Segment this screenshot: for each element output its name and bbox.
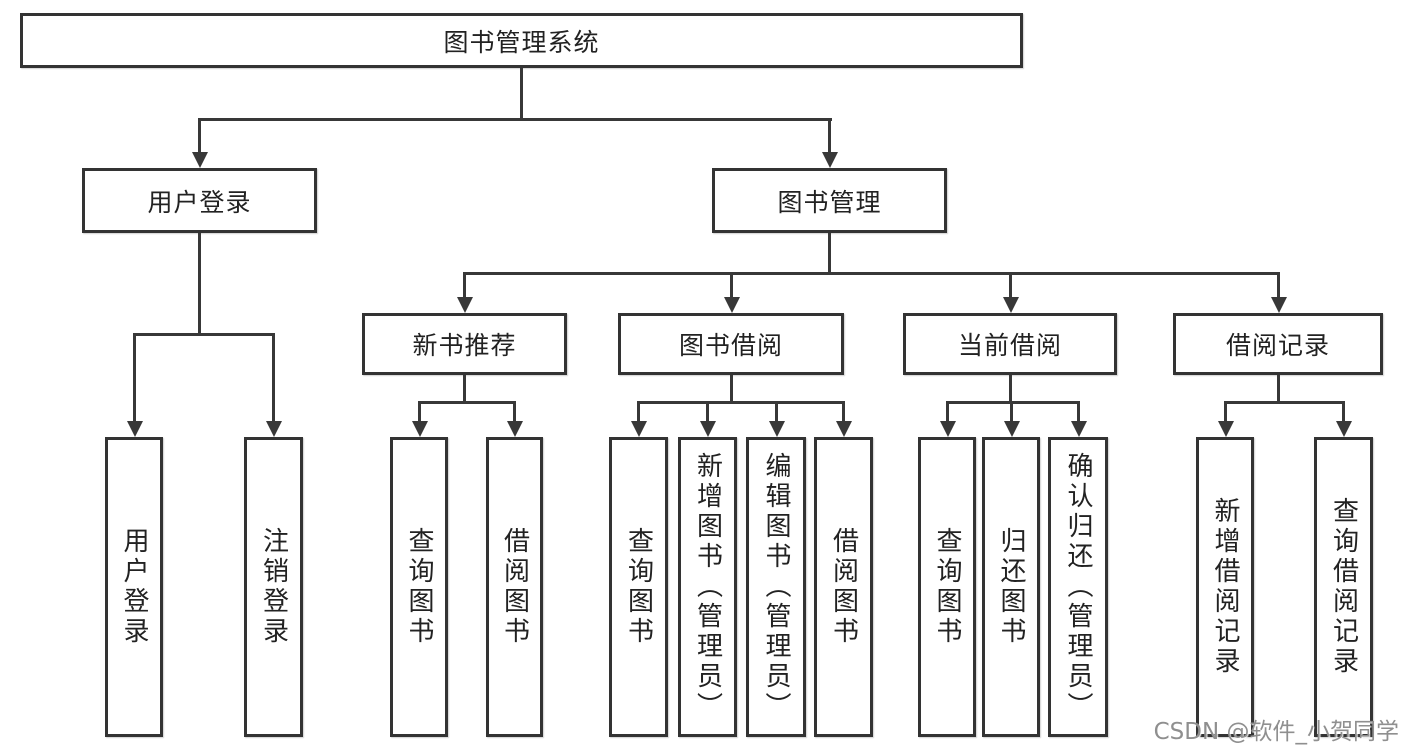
- leaf-return-books-label: 归还图书: [996, 527, 1026, 647]
- leaf-query-borrow-record: 查询借阅记录: [1314, 437, 1373, 737]
- connector-hline: [637, 401, 845, 404]
- leaf-query-books-recommend-label: 查询图书: [404, 527, 434, 647]
- node-root-label: 图书管理系统: [443, 27, 600, 57]
- connector-stem: [463, 375, 466, 404]
- connector-stem: [828, 233, 831, 275]
- leaf-query-books-recommend: 查询图书: [390, 437, 448, 737]
- connector-arrow: [835, 401, 852, 437]
- node-book-management: 图书管理: [712, 168, 947, 233]
- leaf-add-borrow-record-label: 新增借阅记录: [1210, 497, 1240, 677]
- connector-arrow: [699, 401, 716, 437]
- connector-arrow: [1270, 272, 1287, 313]
- node-new-book-recommend: 新书推荐: [362, 313, 567, 375]
- connector-stem: [730, 375, 733, 404]
- connector-arrow: [768, 401, 785, 437]
- leaf-edit-books-admin-label: 编辑图书（管理员）: [761, 452, 791, 722]
- leaf-return-books: 归还图书: [982, 437, 1040, 737]
- node-book-borrowing: 图书借阅: [618, 313, 844, 375]
- connector-stem: [1009, 375, 1012, 404]
- connector-hline: [133, 333, 275, 336]
- node-borrowing-records-label: 借阅记录: [1225, 331, 1330, 360]
- connector-arrow: [939, 401, 956, 437]
- leaf-user-login: 用户登录: [105, 437, 163, 737]
- leaf-edit-books-admin: 编辑图书（管理员）: [746, 437, 806, 737]
- connector-hline: [1224, 401, 1345, 404]
- leaf-query-borrow-record-label: 查询借阅记录: [1328, 497, 1359, 677]
- leaf-add-books-admin-label: 新增图书（管理员）: [692, 452, 723, 722]
- leaf-add-borrow-record: 新增借阅记录: [1196, 437, 1254, 737]
- node-borrowing-records: 借阅记录: [1173, 313, 1383, 375]
- connector-stem: [1277, 375, 1280, 404]
- connector-arrow: [1070, 401, 1087, 437]
- connector-arrow: [1003, 401, 1020, 437]
- node-root: 图书管理系统: [20, 13, 1023, 68]
- watermark: CSDN @软件_小贺同学: [1153, 719, 1399, 745]
- connector-hline: [463, 272, 1280, 275]
- connector-hline: [946, 401, 1080, 404]
- connector-arrow: [191, 118, 208, 168]
- leaf-borrow-books-recommend: 借阅图书: [486, 437, 543, 737]
- leaf-query-books-current: 查询图书: [918, 437, 976, 737]
- connector-stem: [520, 68, 523, 121]
- connector-arrow: [723, 272, 740, 313]
- node-current-borrowing: 当前借阅: [903, 313, 1117, 375]
- connector-hline: [198, 118, 832, 121]
- leaf-logout-login-label: 注销登录: [258, 527, 289, 647]
- connector-hline: [418, 401, 516, 404]
- connector-arrow: [456, 272, 473, 313]
- connector-arrow: [126, 333, 143, 437]
- leaf-borrow-books-recommend-label: 借阅图书: [499, 527, 530, 647]
- node-user-login-label: 用户登录: [147, 187, 252, 217]
- leaf-query-books-borrowing-label: 查询图书: [623, 527, 654, 647]
- leaf-confirm-return-admin-label: 确认归还（管理员）: [1063, 452, 1093, 722]
- leaf-logout-login: 注销登录: [244, 437, 303, 737]
- leaf-borrow-books-borrowing-label: 借阅图书: [828, 527, 859, 647]
- connector-arrow: [1335, 401, 1352, 437]
- connector-arrow: [1217, 401, 1234, 437]
- connector-arrow: [821, 118, 838, 168]
- node-new-book-recommend-label: 新书推荐: [412, 331, 517, 360]
- node-current-borrowing-label: 当前借阅: [957, 331, 1062, 360]
- connector-arrow: [411, 401, 428, 437]
- connector-arrow: [506, 401, 523, 437]
- connector-stem: [198, 233, 201, 336]
- connector-arrow: [1002, 272, 1019, 313]
- node-book-borrowing-label: 图书借阅: [678, 331, 783, 360]
- leaf-confirm-return-admin: 确认归还（管理员）: [1048, 437, 1108, 737]
- node-user-login: 用户登录: [82, 168, 317, 233]
- leaf-query-books-borrowing: 查询图书: [609, 437, 668, 737]
- connector-arrow: [630, 401, 647, 437]
- leaf-user-login-label: 用户登录: [119, 527, 149, 647]
- leaf-add-books-admin: 新增图书（管理员）: [678, 437, 737, 737]
- connector-arrow: [265, 333, 282, 437]
- node-book-management-label: 图书管理: [777, 187, 882, 217]
- leaf-query-books-current-label: 查询图书: [932, 527, 962, 647]
- leaf-borrow-books-borrowing: 借阅图书: [814, 437, 873, 737]
